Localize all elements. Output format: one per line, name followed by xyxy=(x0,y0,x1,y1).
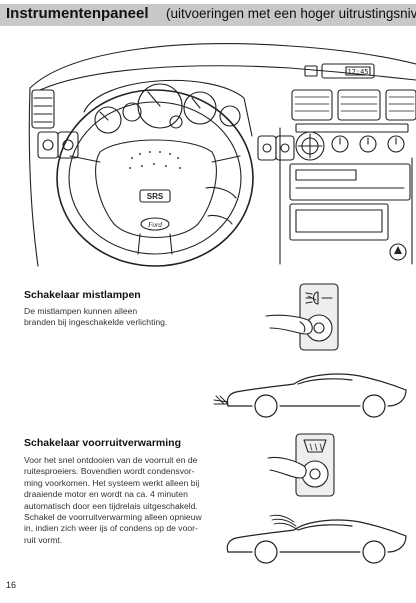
ford-logo: Ford xyxy=(147,221,162,229)
text-line: automatisch door een tijdrelais uitgesch… xyxy=(24,500,198,511)
section-heading-fog-lamps: Schakelaar mistlampen xyxy=(24,289,141,301)
page-title: Instrumentenpaneel xyxy=(6,5,149,22)
srs-badge: SRS xyxy=(147,192,164,201)
page-number: 16 xyxy=(6,580,17,590)
text-line: ming voorkomen. Het systeem werkt alleen… xyxy=(24,477,200,488)
page-header: Instrumentenpaneel (uitvoeringen met een… xyxy=(0,4,416,26)
text-line: De mistlampen kunnen alleen xyxy=(24,306,138,316)
windscreen-heater-switch-illustration xyxy=(267,433,335,497)
text-line: draaiende motor en wordt na ca. 4 minute… xyxy=(24,489,188,500)
text-line: ruit vormt. xyxy=(24,534,63,545)
page-subtitle: (uitvoeringen met een hoger uitrustingsn… xyxy=(166,6,416,21)
section-body-windscreen-heater: Voor het snel ontdooien van de voorruit … xyxy=(24,455,202,546)
dashboard-illustration: SRS Ford 12:45 xyxy=(28,43,416,267)
text-line: in, indien zich weer ijs of condens op d… xyxy=(24,523,198,534)
car-windscreen-illustration xyxy=(226,514,407,564)
text-line: branden bij ingeschakelde verlichting. xyxy=(24,317,168,328)
text-line: Schakel de voorruitverwarming alleen opn… xyxy=(24,512,202,523)
section-heading-windscreen-heater: Schakelaar voorruitverwarming xyxy=(24,437,181,449)
fog-lamp-switch-illustration xyxy=(265,283,339,351)
text-line: ruitesproeiers. Bovendien wordt condensv… xyxy=(24,466,195,477)
car-fog-lamp-illustration xyxy=(213,373,407,418)
clock-display: 12:45 xyxy=(347,68,368,76)
text-line: Voor het snel ontdooien van de voorruit … xyxy=(24,455,198,465)
section-body-fog-lamps: De mistlampen kunnen alleen branden bij … xyxy=(24,306,167,329)
fog-lamp-icon xyxy=(305,291,333,305)
windscreen-heater-icon xyxy=(303,439,327,453)
